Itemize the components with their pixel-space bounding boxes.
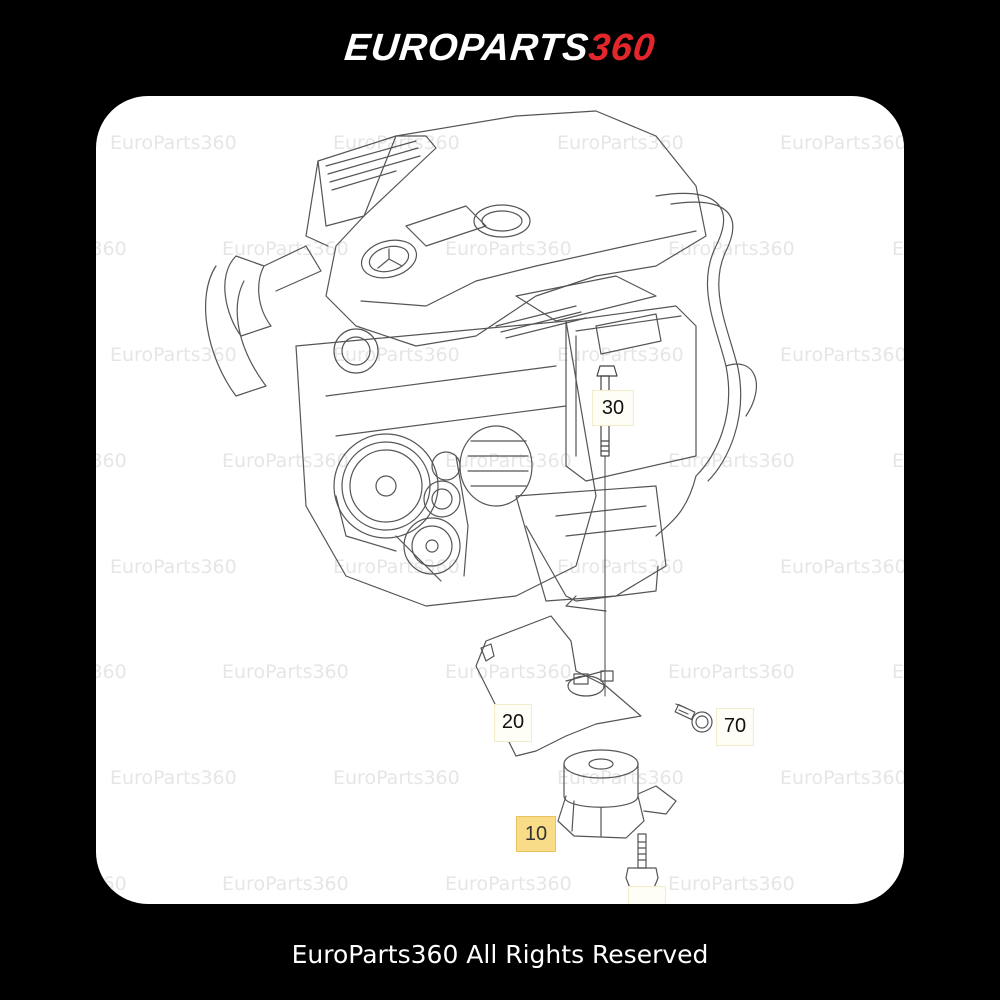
callout-label: 30 — [601, 397, 625, 419]
bolt-70 — [674, 703, 713, 733]
control-unit — [565, 305, 697, 482]
engine-cover — [325, 110, 707, 347]
callout-label: 10 — [524, 823, 548, 845]
brand-logo: EUROPARTS360 — [0, 26, 1000, 70]
watermark: EuroParts360 — [333, 132, 460, 154]
watermark: EuroParts360 — [668, 238, 795, 260]
watermark: EuroParts360 — [222, 661, 349, 683]
watermark: EuroParts360 — [557, 556, 684, 578]
watermark: EuroParts360 — [222, 450, 349, 472]
turbo-pipe — [205, 245, 379, 397]
engine-mount-10 — [557, 749, 677, 839]
engine-block — [295, 320, 667, 612]
coolant-pipes — [655, 192, 757, 537]
callout-label: 20 — [501, 711, 525, 733]
watermark: EuroParts360 — [780, 344, 904, 366]
callout-label: 70 — [723, 715, 747, 737]
alternator — [459, 425, 533, 507]
watermark: EuroParts360 — [110, 767, 237, 789]
watermark: EuroParts360 — [96, 661, 127, 683]
watermark: EuroParts360 — [892, 450, 904, 472]
watermark: EuroParts360 — [557, 344, 684, 366]
watermark: EuroParts360 — [668, 661, 795, 683]
watermark: EuroParts360 — [892, 238, 904, 260]
watermark: EuroParts360 — [96, 873, 127, 895]
watermark: EuroParts360 — [445, 873, 572, 895]
watermark: EuroParts360 — [333, 344, 460, 366]
logo-main-text: EUROPARTS — [342, 27, 592, 69]
watermark: EuroParts360 — [110, 344, 237, 366]
watermark: EuroParts360 — [96, 450, 127, 472]
watermark: EuroParts360 — [333, 556, 460, 578]
engine-exploded-diagram — [205, 110, 757, 889]
watermark: EuroParts360 — [222, 873, 349, 895]
watermark: EuroParts360 — [780, 132, 904, 154]
belt-pulleys — [333, 433, 469, 582]
callout-30[interactable]: 30 — [592, 390, 634, 426]
watermark: EuroParts360 — [557, 767, 684, 789]
watermark: EuroParts360 — [668, 450, 795, 472]
logo-accent-text: 360 — [586, 27, 658, 69]
watermark: EuroParts360 — [110, 132, 237, 154]
watermark: EuroParts360 — [557, 132, 684, 154]
watermark: EuroParts360 — [222, 238, 349, 260]
watermark: EuroParts360 — [780, 556, 904, 578]
watermark: EuroParts360 — [780, 767, 904, 789]
oil-pan — [525, 525, 659, 602]
copyright-footer: EuroParts360 All Rights Reserved — [291, 940, 709, 969]
watermark: EuroParts360 — [668, 873, 795, 895]
watermark: EuroParts360 — [110, 556, 237, 578]
watermark: EuroParts360 — [96, 238, 127, 260]
callout-partial — [628, 886, 666, 904]
diagram-card: EuroParts360 EuroParts360 EuroParts360 E… — [96, 96, 904, 904]
watermark: EuroParts360 — [445, 238, 572, 260]
bolt-bottom — [625, 833, 659, 889]
callout-10[interactable]: 10 — [516, 816, 556, 852]
callout-70[interactable]: 70 — [716, 708, 754, 746]
intake-housing — [305, 135, 437, 247]
watermark: EuroParts360 — [333, 767, 460, 789]
watermark: EuroParts360 — [892, 661, 904, 683]
callout-20[interactable]: 20 — [494, 704, 532, 742]
